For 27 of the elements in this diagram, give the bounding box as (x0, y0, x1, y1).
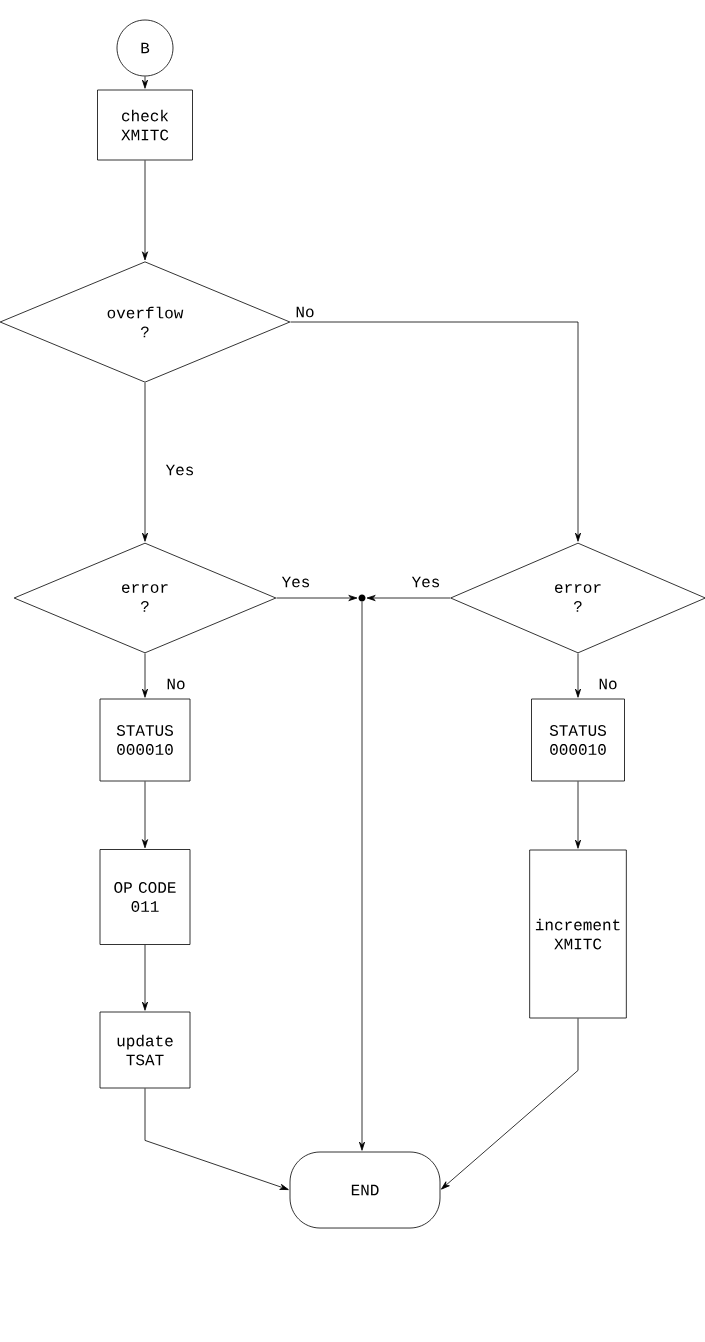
process-box: OP CODE 011 (99, 849, 191, 945)
arrow (276, 595, 358, 602)
process-box: increment XMITC (529, 849, 627, 1019)
arrow (141, 76, 149, 89)
terminal-box: END (289, 1151, 441, 1229)
edge-label: No (597, 677, 619, 691)
arrow (574, 781, 582, 849)
process-box: STATUS 000010 (531, 698, 625, 782)
arrow (141, 781, 149, 849)
arrow (141, 160, 149, 261)
edge-label: Yes (164, 463, 196, 477)
arrow (441, 1018, 579, 1190)
arrow (290, 321, 582, 542)
arrow (366, 595, 451, 602)
process-box: update TSAT (99, 1011, 191, 1089)
arrow (574, 653, 582, 698)
arrow (144, 1088, 289, 1190)
arrow (358, 601, 366, 1151)
edge-label: No (294, 305, 316, 319)
arrow (141, 944, 149, 1011)
edge-label: No (165, 677, 187, 691)
edge-label: Yes (280, 575, 312, 589)
arrow (141, 653, 149, 698)
edge-label: Yes (410, 575, 442, 589)
process-box: STATUS 000010 (99, 698, 191, 782)
process-box: check XMITC (97, 89, 193, 161)
arrow (141, 382, 149, 542)
